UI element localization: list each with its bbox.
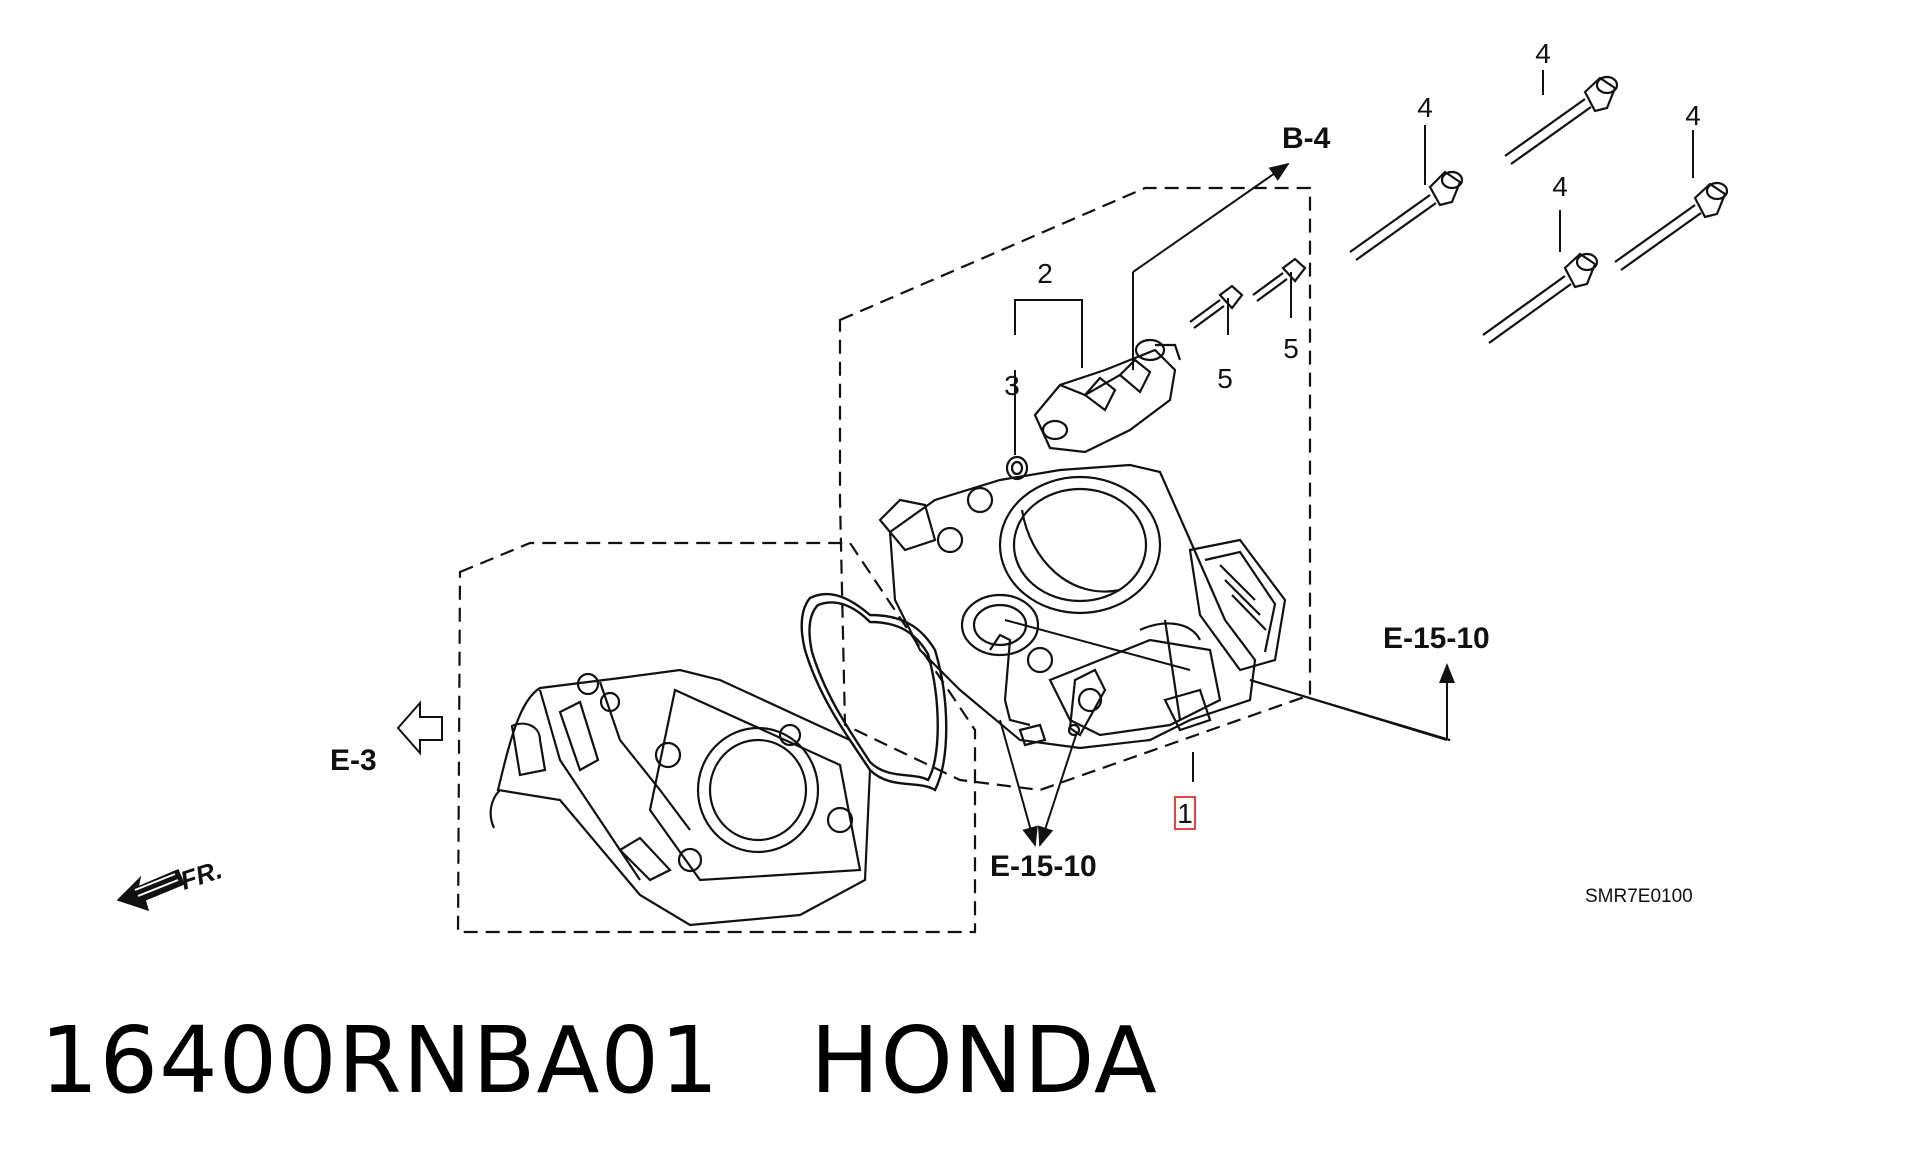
throttle-sensor xyxy=(1033,338,1182,454)
reference-b4: B-4 xyxy=(1282,122,1331,155)
bolt-4b xyxy=(1504,75,1619,165)
bolt-4a xyxy=(1349,170,1464,261)
reference-e3: E-3 xyxy=(330,744,377,777)
part-1-highlight-box xyxy=(1174,796,1196,830)
part-number: 16400RNBA01 xyxy=(40,1007,720,1114)
callout-part-4b: 4 xyxy=(1535,38,1551,69)
callout-part-4d: 4 xyxy=(1685,100,1701,131)
front-direction-label: FR. xyxy=(177,854,226,895)
drawing-code: SMR7E0100 xyxy=(1585,886,1693,907)
intake-manifold xyxy=(489,668,872,927)
callout-part-5a: 5 xyxy=(1217,363,1233,394)
front-direction-arrow xyxy=(116,869,185,912)
throttle-gasket xyxy=(800,592,948,792)
bolts-part-4 xyxy=(1349,75,1729,344)
callout-part-1: 1 xyxy=(1177,798,1193,829)
callout-part-2: 2 xyxy=(1037,258,1053,289)
bolt-4d xyxy=(1614,181,1729,271)
o-ring xyxy=(1005,455,1029,481)
assembly-boundary-main xyxy=(838,186,1312,792)
bolt-4c xyxy=(1482,252,1599,344)
e3-direction-arrow xyxy=(396,700,443,756)
brand-name: HONDA xyxy=(810,1007,1158,1114)
reference-e15-10-right: E-15-10 xyxy=(1383,622,1490,655)
throttle-body xyxy=(878,463,1287,750)
reference-e15-10-bottom: E-15-10 xyxy=(990,850,1097,883)
leader-lines xyxy=(999,70,1694,847)
assembly-boundary-manifold xyxy=(456,541,977,934)
callout-part-4a: 4 xyxy=(1417,92,1433,123)
callout-part-5b: 5 xyxy=(1283,333,1299,364)
screws-part-5 xyxy=(1189,257,1307,329)
callout-part-4c: 4 xyxy=(1552,171,1568,202)
part-caption: 16400RNBA01 HONDA xyxy=(40,1015,1158,1107)
callout-part-3: 3 xyxy=(1004,370,1020,401)
